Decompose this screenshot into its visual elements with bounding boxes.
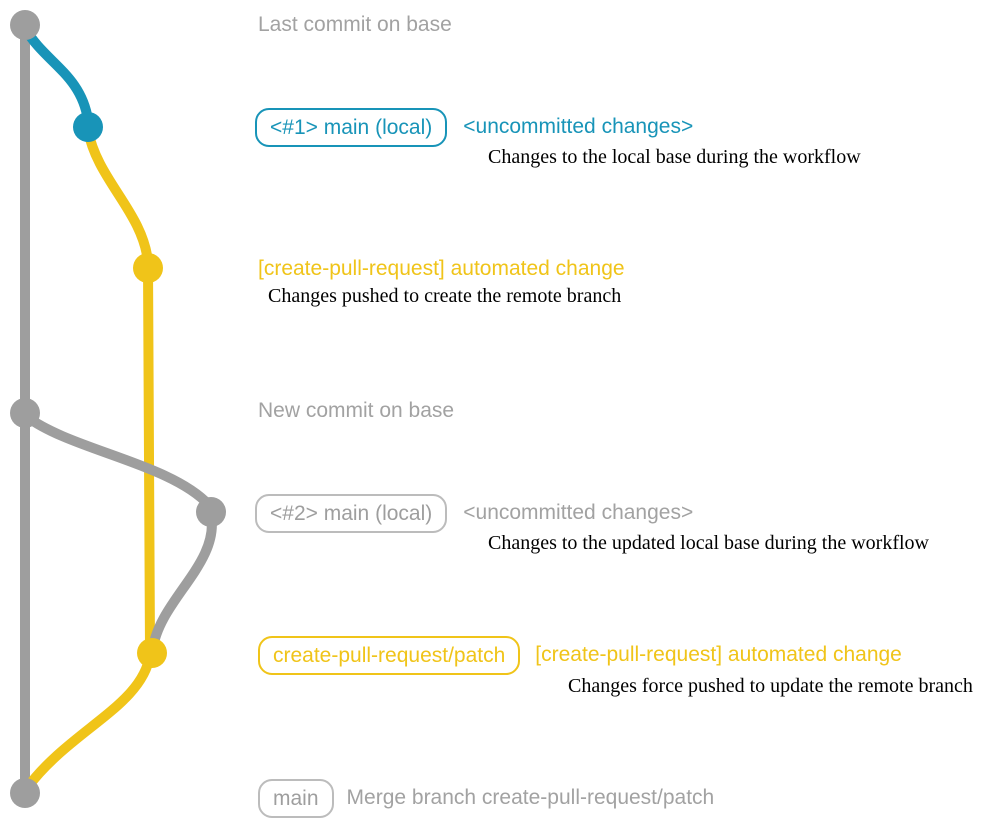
local-branch-1-curve <box>20 23 93 125</box>
push-1-commit-message: [create-pull-request] automated change <box>258 257 625 280</box>
local-2-row: <#2> main (local) <uncommitted changes> <box>255 493 693 533</box>
local-branch-2-curve-in <box>148 510 217 653</box>
push-2-caption: Changes force pushed to update the remot… <box>568 675 973 697</box>
push-2-row: create-pull-request/patch [create-pull-r… <box>258 634 902 676</box>
local-2-caption: Changes to the updated local base during… <box>488 532 929 554</box>
remote-branch-curve-out <box>83 125 153 267</box>
local-2-status-label: <uncommitted changes> <box>463 501 694 524</box>
local-1-row: <#1> main (local) <uncommitted changes> <box>255 107 693 147</box>
commit-dot-remote-update <box>137 638 167 668</box>
local-branch-2-curve-out <box>21 411 214 510</box>
local-1-status-label: <uncommitted changes> <box>463 115 694 138</box>
commit-dot-merge <box>10 778 40 808</box>
commit-dot-local-2 <box>196 497 226 527</box>
branch-badge-create-pull-request-patch: create-pull-request/patch <box>258 635 521 675</box>
remote-branch-line <box>143 261 155 655</box>
commit-dot-new-base <box>10 398 40 428</box>
new-commit-on-base-label: New commit on base <box>258 399 455 422</box>
commit-dot-local-1 <box>73 112 103 142</box>
merge-commit-message: Merge branch create-pull-request/patch <box>346 786 715 809</box>
last-commit-on-base-label: Last commit on base <box>258 13 452 36</box>
push-2-commit-message: [create-pull-request] automated change <box>535 643 902 666</box>
push-1-caption: Changes pushed to create the remote bran… <box>268 285 622 307</box>
branch-badge-main-local-1: <#1> main (local) <box>255 107 448 147</box>
commit-dot-remote-create <box>133 253 163 283</box>
branch-badge-main: main <box>258 778 334 818</box>
commit-dot-last-base <box>10 10 40 40</box>
local-1-caption: Changes to the local base during the wor… <box>488 146 861 168</box>
merge-row: main Merge branch create-pull-request/pa… <box>258 778 714 818</box>
branch-badge-main-local-2: <#2> main (local) <box>255 493 448 533</box>
remote-branch-merge-curve <box>22 650 155 793</box>
